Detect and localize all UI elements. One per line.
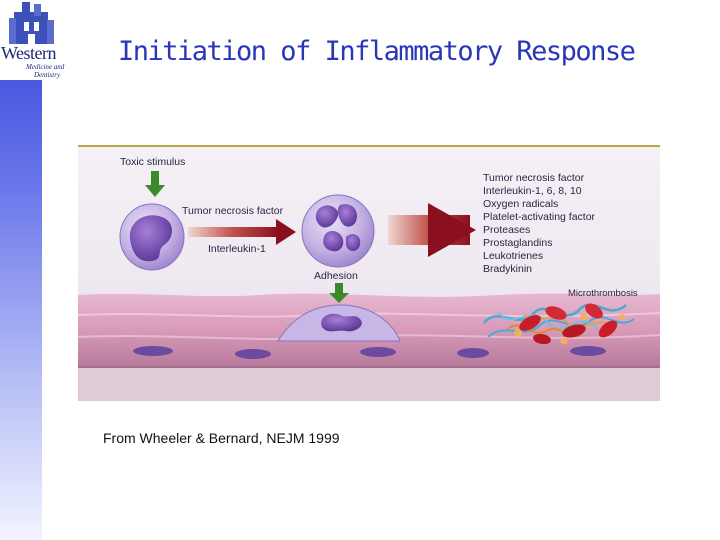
logo-wordmark: Western [1,43,67,64]
toxic-stimulus-label: Toxic stimulus [120,156,185,168]
mediator-item: Prostaglandins [483,237,552,249]
il1-label: Interleukin-1 [208,243,266,255]
leukocyte-resting [120,204,184,270]
castle-icon [0,0,66,46]
inflammation-figure: Toxic stimulus Tumor necrosis factor Int… [78,145,660,401]
endothelial-layer [78,294,660,401]
mediator-item: Proteases [483,224,530,236]
mediator-item: Oxygen radicals [483,198,558,210]
mediator-item: Interleukin-1, 6, 8, 10 [483,185,582,197]
mediator-item: Leukotrienes [483,250,543,262]
mediator-item: Tumor necrosis factor [483,172,585,184]
logo-subtitle-line2: Dentistry [34,71,60,79]
slide-title: Initiation of Inflammatory Response [118,36,634,67]
university-logo: Western Medicine and Dentistry [0,0,66,80]
tnf-label: Tumor necrosis factor [182,205,284,217]
adhesion-label: Adhesion [314,270,358,282]
mediator-item: Bradykinin [483,263,532,275]
figure-caption: From Wheeler & Bernard, NEJM 1999 [103,430,340,446]
microthrombosis-label: Microthrombosis [568,288,638,299]
neutrophil-activated [302,195,374,267]
sidebar-gradient-bar [0,0,42,540]
logo-subtitle-line1: Medicine and [26,63,64,71]
mediator-item: Platelet-activating factor [483,211,596,223]
